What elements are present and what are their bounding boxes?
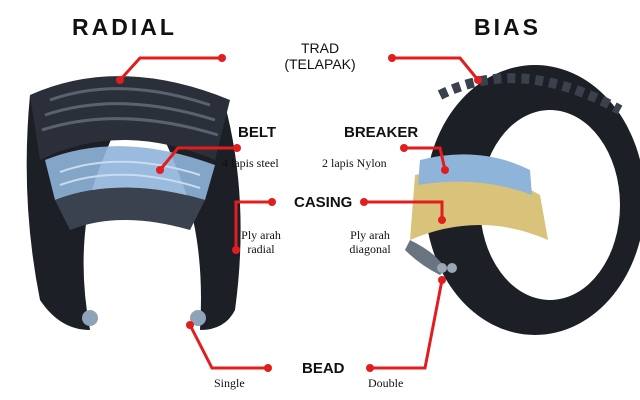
leader-casing-radial — [234, 200, 272, 250]
radial-tire-illustration — [26, 76, 241, 330]
trad-label: TRAD (TELAPAK) — [270, 40, 370, 72]
breaker-label: BREAKER — [344, 124, 419, 141]
radial-belt-layers — [45, 146, 215, 200]
bias-tire-illustration — [405, 65, 640, 335]
leader-breaker — [404, 146, 447, 171]
leader-dots — [116, 54, 482, 372]
belt-detail: 4 lapis steel — [222, 156, 279, 170]
ply-bias-note: Ply arah diagonal — [340, 228, 400, 256]
bias-heading: BIAS — [474, 14, 541, 40]
bias-breaker-layers — [418, 154, 532, 195]
ply-radial-line2: radial — [247, 242, 275, 256]
leader-trad-radial — [118, 56, 222, 82]
ply-bias-line1: Ply arah — [350, 228, 390, 242]
casing-label: CASING — [294, 194, 353, 211]
leader-bead-bias — [370, 279, 444, 370]
bead-label: BEAD — [302, 360, 345, 377]
bias-bead — [437, 263, 447, 273]
leader-trad-bias — [392, 56, 480, 81]
leader-belt — [158, 146, 237, 171]
breaker-detail: 2 lapis Nylon — [322, 156, 387, 170]
radial-heading: RADIAL — [72, 14, 177, 40]
leader-bead-radial — [188, 324, 268, 370]
ply-radial-note: Ply arah radial — [236, 228, 286, 256]
bead-radial-detail: Single — [214, 376, 245, 390]
bead-bias-detail: Double — [368, 376, 404, 390]
trad-label-line1: TRAD — [300, 40, 340, 56]
ply-bias-line2: diagonal — [349, 242, 391, 256]
leader-casing-bias — [364, 200, 444, 220]
leader-lines — [118, 56, 480, 370]
radial-bead — [82, 310, 98, 326]
trad-label-line2: (TELAPAK) — [284, 56, 356, 72]
ply-radial-line1: Ply arah — [241, 228, 281, 242]
belt-label: BELT — [238, 124, 277, 141]
